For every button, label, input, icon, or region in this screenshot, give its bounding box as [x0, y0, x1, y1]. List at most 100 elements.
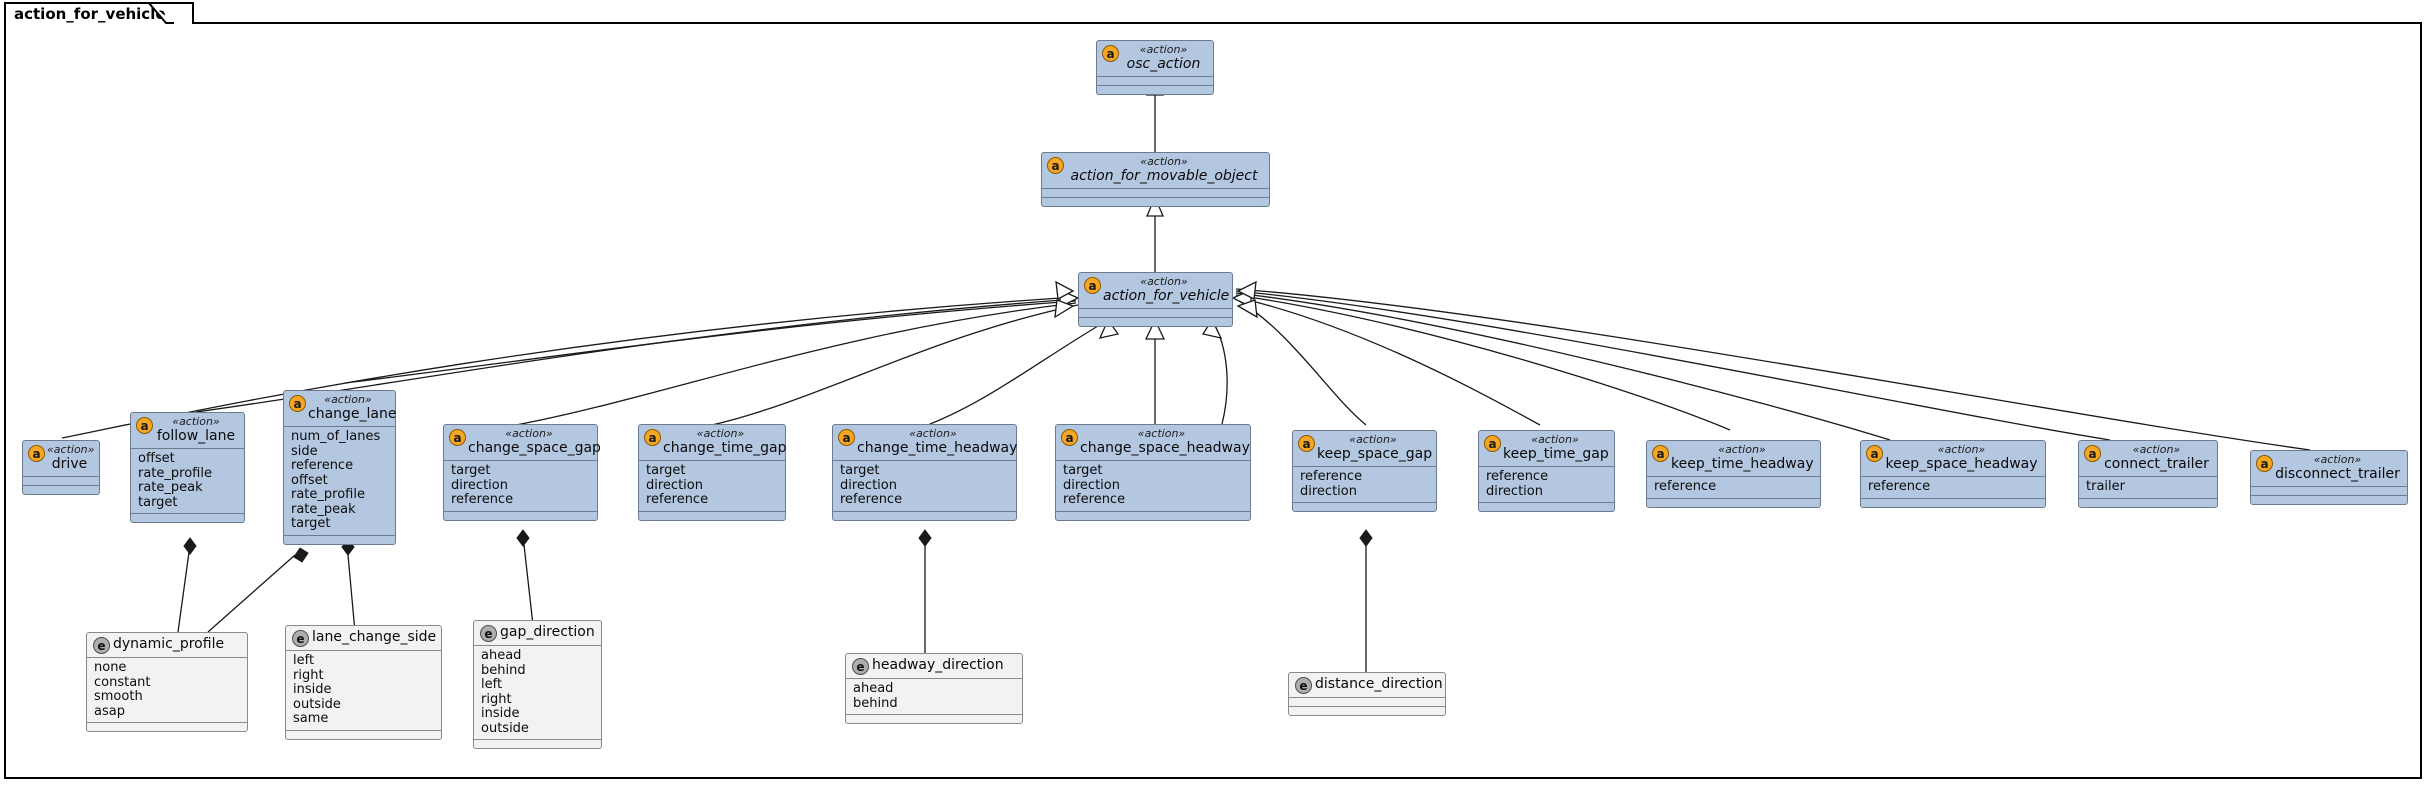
attribute: direction: [451, 477, 508, 493]
class-node-change-time-gap[interactable]: a «action» change_time_gap target direct…: [638, 424, 787, 521]
class-header: a «action» change_time_gap: [639, 425, 787, 460]
attribute: rate_profile: [138, 465, 212, 481]
attribute: target: [840, 463, 880, 478]
class-name: change_lane: [308, 406, 397, 422]
class-name: drive: [51, 456, 88, 472]
class-node-change-time-headway[interactable]: a «action» change_time_headway target di…: [832, 424, 1017, 521]
enum-literals: ahead behind left right inside outside: [474, 645, 601, 739]
class-node-osc-action[interactable]: a «action» osc_action: [1096, 40, 1214, 95]
attribute: target: [646, 463, 686, 478]
enum-literal: behind: [481, 662, 526, 678]
class-attributes: reference direction: [1293, 466, 1436, 502]
class-node-keep-time-gap[interactable]: a «action» keep_time_gap reference direc…: [1478, 430, 1615, 512]
enum-literal: none: [94, 660, 127, 675]
class-stereotype: «action»: [1140, 155, 1188, 168]
package-title-tab: action_for_vehicle: [4, 2, 194, 24]
enum-operations: [87, 722, 247, 731]
enum-literal: right: [293, 667, 324, 683]
attribute: target: [291, 516, 331, 531]
class-attributes-empty: [23, 476, 99, 485]
enum-header: e gap_direction: [474, 621, 601, 645]
attribute: rate_peak: [138, 480, 203, 495]
class-stereotype: «action»: [909, 427, 957, 440]
class-name: change_space_gap: [468, 440, 601, 456]
class-name: disconnect_trailer: [2275, 466, 2400, 482]
class-name: change_time_gap: [663, 440, 787, 456]
enum-literal: asap: [94, 703, 125, 719]
enum-badge-icon: e: [480, 625, 497, 642]
action-badge-icon: a: [1298, 435, 1315, 452]
class-operations: [1097, 85, 1213, 94]
enum-node-headway-direction[interactable]: e headway_direction ahead behind: [845, 653, 1023, 724]
enum-badge-icon: e: [93, 637, 110, 654]
class-name: keep_space_gap: [1317, 446, 1433, 462]
class-attributes: trailer: [2079, 476, 2217, 498]
class-node-follow-lane[interactable]: a «action» follow_lane offset rate_profi…: [130, 412, 245, 523]
class-node-change-space-headway[interactable]: a «action» change_space_headway target d…: [1055, 424, 1251, 521]
enum-operations: [286, 729, 441, 739]
class-operations: [2251, 495, 2407, 504]
class-operations: [1647, 497, 1820, 507]
enum-header: e lane_change_side: [286, 626, 441, 650]
class-stereotype: «action»: [172, 415, 220, 428]
class-node-connect-trailer[interactable]: a «action» connect_trailer trailer: [2078, 440, 2218, 508]
class-node-keep-space-headway[interactable]: a «action» keep_space_headway reference: [1860, 440, 2046, 508]
class-node-keep-space-gap[interactable]: a «action» keep_space_gap reference dire…: [1292, 430, 1437, 512]
class-attributes: reference: [1861, 476, 2045, 498]
class-header: a «action» keep_space_gap: [1293, 431, 1436, 466]
action-badge-icon: a: [1061, 429, 1078, 446]
class-stereotype: «action»: [47, 443, 95, 456]
class-header: a «action» change_space_headway: [1056, 425, 1250, 460]
action-badge-icon: a: [1866, 445, 1883, 462]
enum-literals: ahead behind: [846, 678, 1022, 714]
action-badge-icon: a: [644, 429, 661, 446]
class-name: change_time_headway: [857, 440, 1018, 456]
class-node-keep-time-headway[interactable]: a «action» keep_time_headway reference: [1646, 440, 1821, 508]
attribute: target: [138, 494, 178, 510]
class-stereotype: «action»: [324, 393, 372, 406]
enum-literal: ahead: [853, 681, 894, 696]
action-badge-icon: a: [1047, 157, 1064, 174]
action-badge-icon: a: [136, 417, 153, 434]
enum-node-gap-direction[interactable]: e gap_direction ahead behind left right …: [473, 620, 602, 749]
enum-node-dynamic-profile[interactable]: e dynamic_profile none constant smooth a…: [86, 632, 248, 732]
attribute: reference: [1654, 479, 1717, 494]
action-badge-icon: a: [449, 429, 466, 446]
enum-node-distance-direction[interactable]: e distance_direction: [1288, 672, 1446, 716]
action-badge-icon: a: [2256, 455, 2273, 472]
enum-header: e distance_direction: [1289, 673, 1445, 697]
class-node-drive[interactable]: a «action» drive: [22, 440, 100, 495]
enum-literal: constant: [94, 674, 151, 690]
class-node-action-for-vehicle[interactable]: a «action» action_for_vehicle: [1078, 272, 1233, 327]
enum-literal: inside: [481, 706, 520, 721]
enum-literal: ahead: [481, 648, 522, 663]
class-name: osc_action: [1126, 56, 1201, 72]
class-header: a «action» keep_space_headway: [1861, 441, 2045, 476]
class-node-change-lane[interactable]: a «action» change_lane num_of_lanes side…: [283, 390, 396, 545]
action-badge-icon: a: [289, 395, 306, 412]
class-header: a «action» keep_time_headway: [1647, 441, 1820, 476]
enum-literal: outside: [481, 720, 529, 736]
class-node-change-space-gap[interactable]: a «action» change_space_gap target direc…: [443, 424, 601, 521]
enum-literal: outside: [293, 696, 341, 712]
enum-header: e headway_direction: [846, 654, 1022, 678]
enum-literal: left: [481, 677, 503, 692]
class-node-disconnect-trailer[interactable]: a «action» disconnect_trailer: [2250, 450, 2408, 505]
enum-badge-icon: e: [292, 630, 309, 647]
class-operations: [833, 510, 1016, 520]
class-name: action_for_vehicle: [1103, 288, 1230, 304]
attribute: direction: [1063, 477, 1120, 493]
class-attributes: target direction reference: [444, 460, 597, 511]
attribute: side: [291, 443, 318, 459]
enum-header: e dynamic_profile: [87, 633, 247, 657]
class-name: change_space_headway: [1080, 440, 1250, 456]
class-attributes: reference direction: [1479, 466, 1614, 502]
enum-node-lane-change-side[interactable]: e lane_change_side left right inside out…: [285, 625, 442, 740]
attribute: reference: [1486, 469, 1549, 484]
class-attributes: target direction reference: [639, 460, 785, 511]
package-title: action_for_vehicle: [14, 5, 166, 23]
enum-literals-empty: [1289, 697, 1445, 706]
action-badge-icon: a: [838, 429, 855, 446]
class-attributes-empty: [2251, 486, 2407, 495]
class-node-action-for-movable-object[interactable]: a «action» action_for_movable_object: [1041, 152, 1270, 207]
